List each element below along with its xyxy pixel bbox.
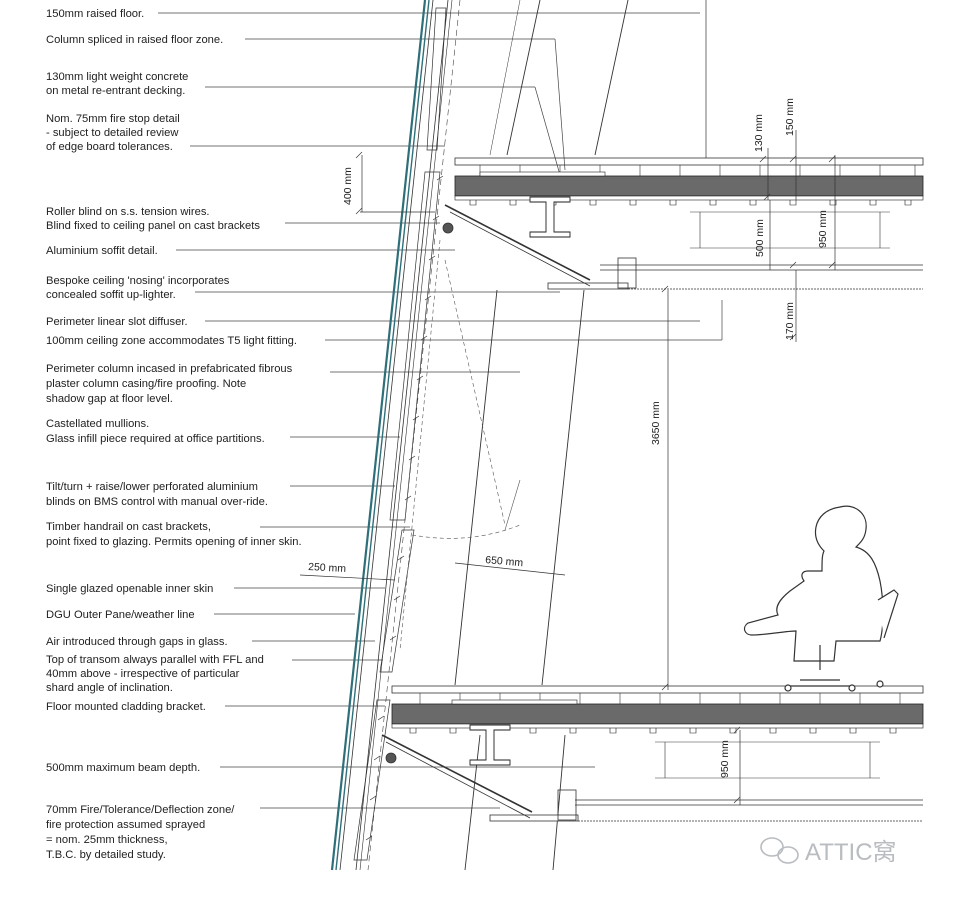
watermark: ATTIC窝 [760,837,897,866]
label-transom: Top of transom always parallel with FFL … [46,654,264,694]
leader-lines [158,12,723,809]
lower-ceiling [381,734,923,822]
label-raised-floor: 150mm raised floor. [46,8,144,20]
dim-250: 250 mm [308,561,347,575]
seated-person-figure [743,505,899,692]
label-roller-blind: Roller blind on s.s. tension wires.Blind… [46,206,260,232]
label-castellated-mullions: Castellated mullions.Glass infill piece … [46,418,265,445]
dim-500: 500 mm [754,219,766,257]
dim-130: 130 mm [753,114,765,152]
label-inner-skin: Single glazed openable inner skin [46,583,213,595]
label-fire-zone: 70mm Fire/Tolerance/Deflection zone/fire… [46,804,235,861]
facade-glazing [330,0,461,871]
dim-170: 170 mm [784,302,796,340]
label-perimeter-column: Perimeter column incased in prefabricate… [46,363,293,405]
dim-950b: 950 mm [719,740,731,778]
dim-400: 400 mm [342,167,354,205]
dim-150: 150 mm [784,98,796,136]
dim-950a: 950 mm [817,210,829,248]
perimeter-column [454,0,629,871]
label-ceiling-zone: 100mm ceiling zone accommodates T5 light… [46,335,297,347]
upper-floor-slab [454,157,924,249]
label-timber-handrail: Timber handrail on cast brackets,point f… [46,521,302,548]
annotation-labels: 150mm raised floor. Column spliced in ra… [46,8,302,861]
upper-ceiling [442,204,923,290]
label-air-gaps: Air introduced through gaps in glass. [46,636,228,648]
lower-floor-slab [391,685,924,779]
label-outer-pane: DGU Outer Pane/weather line [46,609,195,621]
watermark-text: ATTIC窝 [805,839,897,866]
blind-lines [399,239,521,651]
label-tilt-blinds: Tilt/turn + raise/lower perforated alumi… [46,481,268,508]
dim-3650: 3650 mm [650,401,662,445]
label-cladding-bracket: Floor mounted cladding bracket. [46,701,206,713]
dim-650: 650 mm [485,554,524,569]
label-slot-diffuser: Perimeter linear slot diffuser. [46,316,188,328]
label-soffit-detail: Aluminium soffit detail. [46,245,158,257]
label-column-spliced: Column spliced in raised floor zone. [46,34,223,46]
label-beam-depth: 500mm maximum beam depth. [46,762,200,774]
label-fire-stop: Nom. 75mm fire stop detail- subject to d… [46,113,180,153]
dimension-lines [299,0,836,805]
wechat-icon [760,837,799,864]
dimension-texts: 130 mm 150 mm 400 mm 500 mm 950 mm 170 m… [308,98,829,778]
